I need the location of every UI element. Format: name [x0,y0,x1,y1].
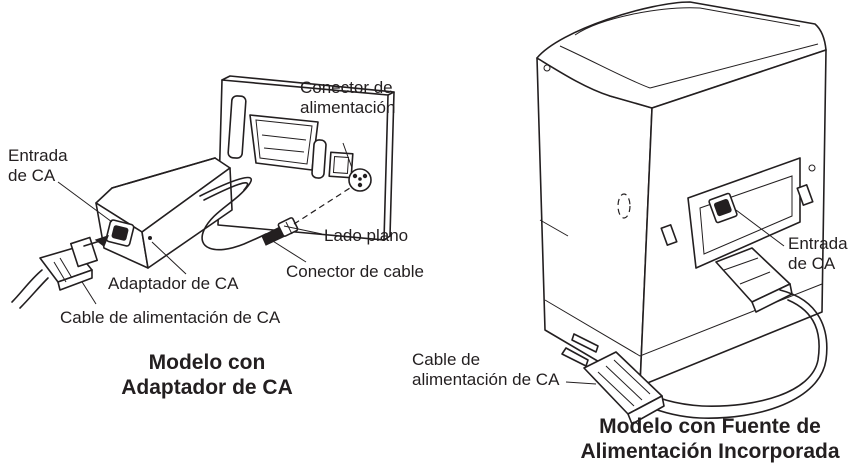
label-ac-inlet-left-line1: Entrada [8,146,68,165]
label-ac-adapter: Adaptador de CA [108,274,239,293]
caption-builtin-psu-model-line2: Alimentación Incorporada [580,440,840,463]
label-power-connector-line2: alimentación [300,98,396,117]
label-ac-inlet-right-line2: de CA [788,254,836,273]
label-cable-connector: Conector de cable [286,262,424,281]
label-flat-side: Lado plano [324,226,409,245]
label-power-cable-right-line2: alimentación de CA [412,370,560,389]
power-jack [328,151,372,192]
label-power-connector: Conector de alimentación [300,78,395,118]
leader-flat-side [283,225,323,235]
printer-body [536,1,827,387]
label-ac-inlet-left-line2: de CA [8,166,56,185]
label-ac-power-cable: Cable de alimentación de CA [60,308,281,327]
interface-port [227,95,327,179]
label-ac-inlet-right: Entrada de CA [788,234,848,274]
label-ac-inlet-left: Entrada de CA [8,146,68,186]
ac-power-cable-plug [11,235,110,309]
caption-adapter-model: Modelo con Adaptador de CA [100,350,314,400]
caption-adapter-model-line2: Adaptador de CA [121,376,293,399]
label-power-cable-right-line1: Cable de [412,350,481,369]
power-cable-right [561,247,828,425]
leader-ac-inlet-right [735,209,785,247]
label-power-connector-line1: Conector de [300,78,393,97]
caption-adapter-model-line1: Modelo con [148,351,266,374]
caption-builtin-psu-model-line1: Modelo con Fuente de [599,415,821,438]
leader-cable-connector [267,237,307,263]
label-power-cable-right: Cable de alimentación de CA [412,350,559,390]
leader-power-cable-right [565,381,597,385]
leader-ac-inlet-left [57,181,113,223]
caption-builtin-psu-model: Modelo con Fuente de Alimentación Incorp… [562,414,858,464]
label-ac-inlet-right-line1: Entrada [788,234,848,253]
leader-ac-adapter [151,241,187,275]
printer-back-panel [217,75,395,241]
